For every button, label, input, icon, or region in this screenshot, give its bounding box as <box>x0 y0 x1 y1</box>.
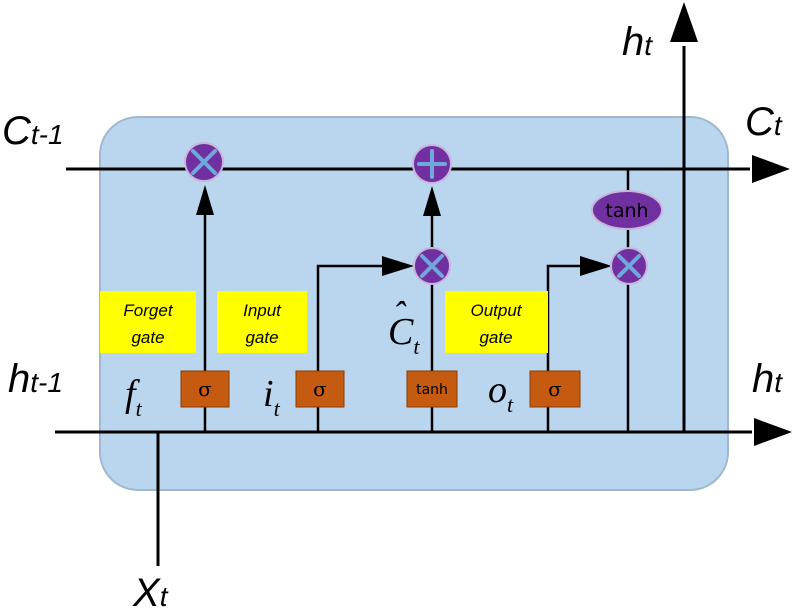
forget-gate-label-line1: Forget <box>123 301 173 320</box>
h-top-label: ht <box>622 20 653 64</box>
forget-multiply-icon <box>184 142 224 182</box>
input-multiply-icon <box>413 247 451 285</box>
output-gate-label-line1: Output <box>470 301 522 320</box>
h-next-label: ht <box>752 357 783 401</box>
cell-tanh-node <box>591 190 663 230</box>
forget-gate-label-line2: gate <box>131 328 164 347</box>
input-path-arrowhead <box>382 256 414 276</box>
forget-gate-label-bg <box>100 291 196 353</box>
c-next-label: Ct <box>745 100 783 144</box>
x-input-label: Xt <box>132 571 169 612</box>
candidate-tanh-label: tanh <box>416 382 448 398</box>
input-sigma-label: σ <box>313 377 327 401</box>
output-h-arrowhead <box>670 2 698 42</box>
forget-path-arrowhead <box>196 185 214 215</box>
cell-add-icon <box>412 144 452 184</box>
input-gate-label-line2: gate <box>245 328 278 347</box>
cell-tanh-label: tanh <box>605 200 648 222</box>
o-symbol: ot <box>488 369 514 417</box>
input-gate-label-bg <box>217 291 307 353</box>
output-multiply-icon <box>610 247 648 285</box>
output-sigma-label: σ <box>548 377 562 401</box>
cell-state-arrowhead <box>752 155 790 183</box>
c-hat-accent: ˆ <box>393 294 407 334</box>
output-gate-label-line2: gate <box>479 328 512 347</box>
input-gate-label-line1: Input <box>243 301 282 320</box>
i-symbol: it <box>263 373 281 421</box>
candidate-to-add-arrowhead <box>423 186 441 216</box>
c-hat-symbol: Ct <box>388 311 420 359</box>
output-path-arrowhead <box>580 256 612 276</box>
forget-sigma-label: σ <box>198 377 212 401</box>
input-sigma-box <box>295 370 345 408</box>
candidate-tanh-box <box>406 370 458 408</box>
output-sigma-box <box>529 370 581 408</box>
output-gate-label-bg <box>445 291 548 353</box>
h-prev-label: ht-1 <box>8 357 63 401</box>
forget-sigma-box <box>180 370 230 408</box>
c-prev-label: Ct-1 <box>2 109 64 153</box>
hidden-state-arrowhead <box>754 418 792 446</box>
